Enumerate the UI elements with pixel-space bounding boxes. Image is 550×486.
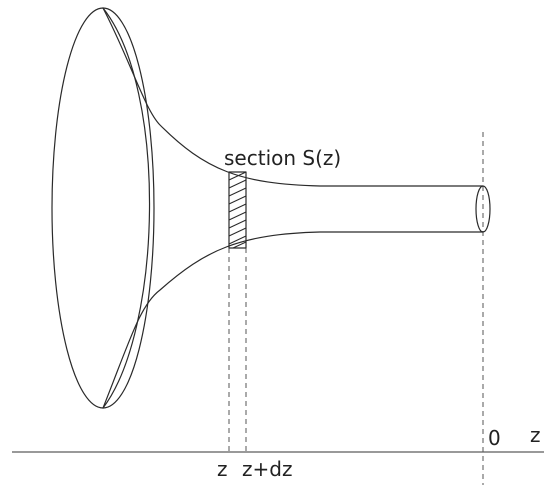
origin-label: 0 bbox=[488, 426, 501, 450]
section-label: section S(z) bbox=[224, 146, 341, 170]
z-label: z bbox=[217, 457, 228, 481]
horn-upper-wall bbox=[102, 7, 484, 187]
axis-name-label: z bbox=[530, 423, 541, 447]
z-plus-dz-label: z+dz bbox=[242, 457, 292, 481]
section-hatching bbox=[228, 171, 247, 249]
horn-mouth-rim bbox=[102, 7, 151, 409]
horn-throat-ellipse bbox=[475, 185, 491, 233]
horn-lower-wall bbox=[102, 231, 484, 409]
section-slab-outline bbox=[228, 171, 247, 249]
horn-mouth-ellipse bbox=[51, 7, 155, 409]
